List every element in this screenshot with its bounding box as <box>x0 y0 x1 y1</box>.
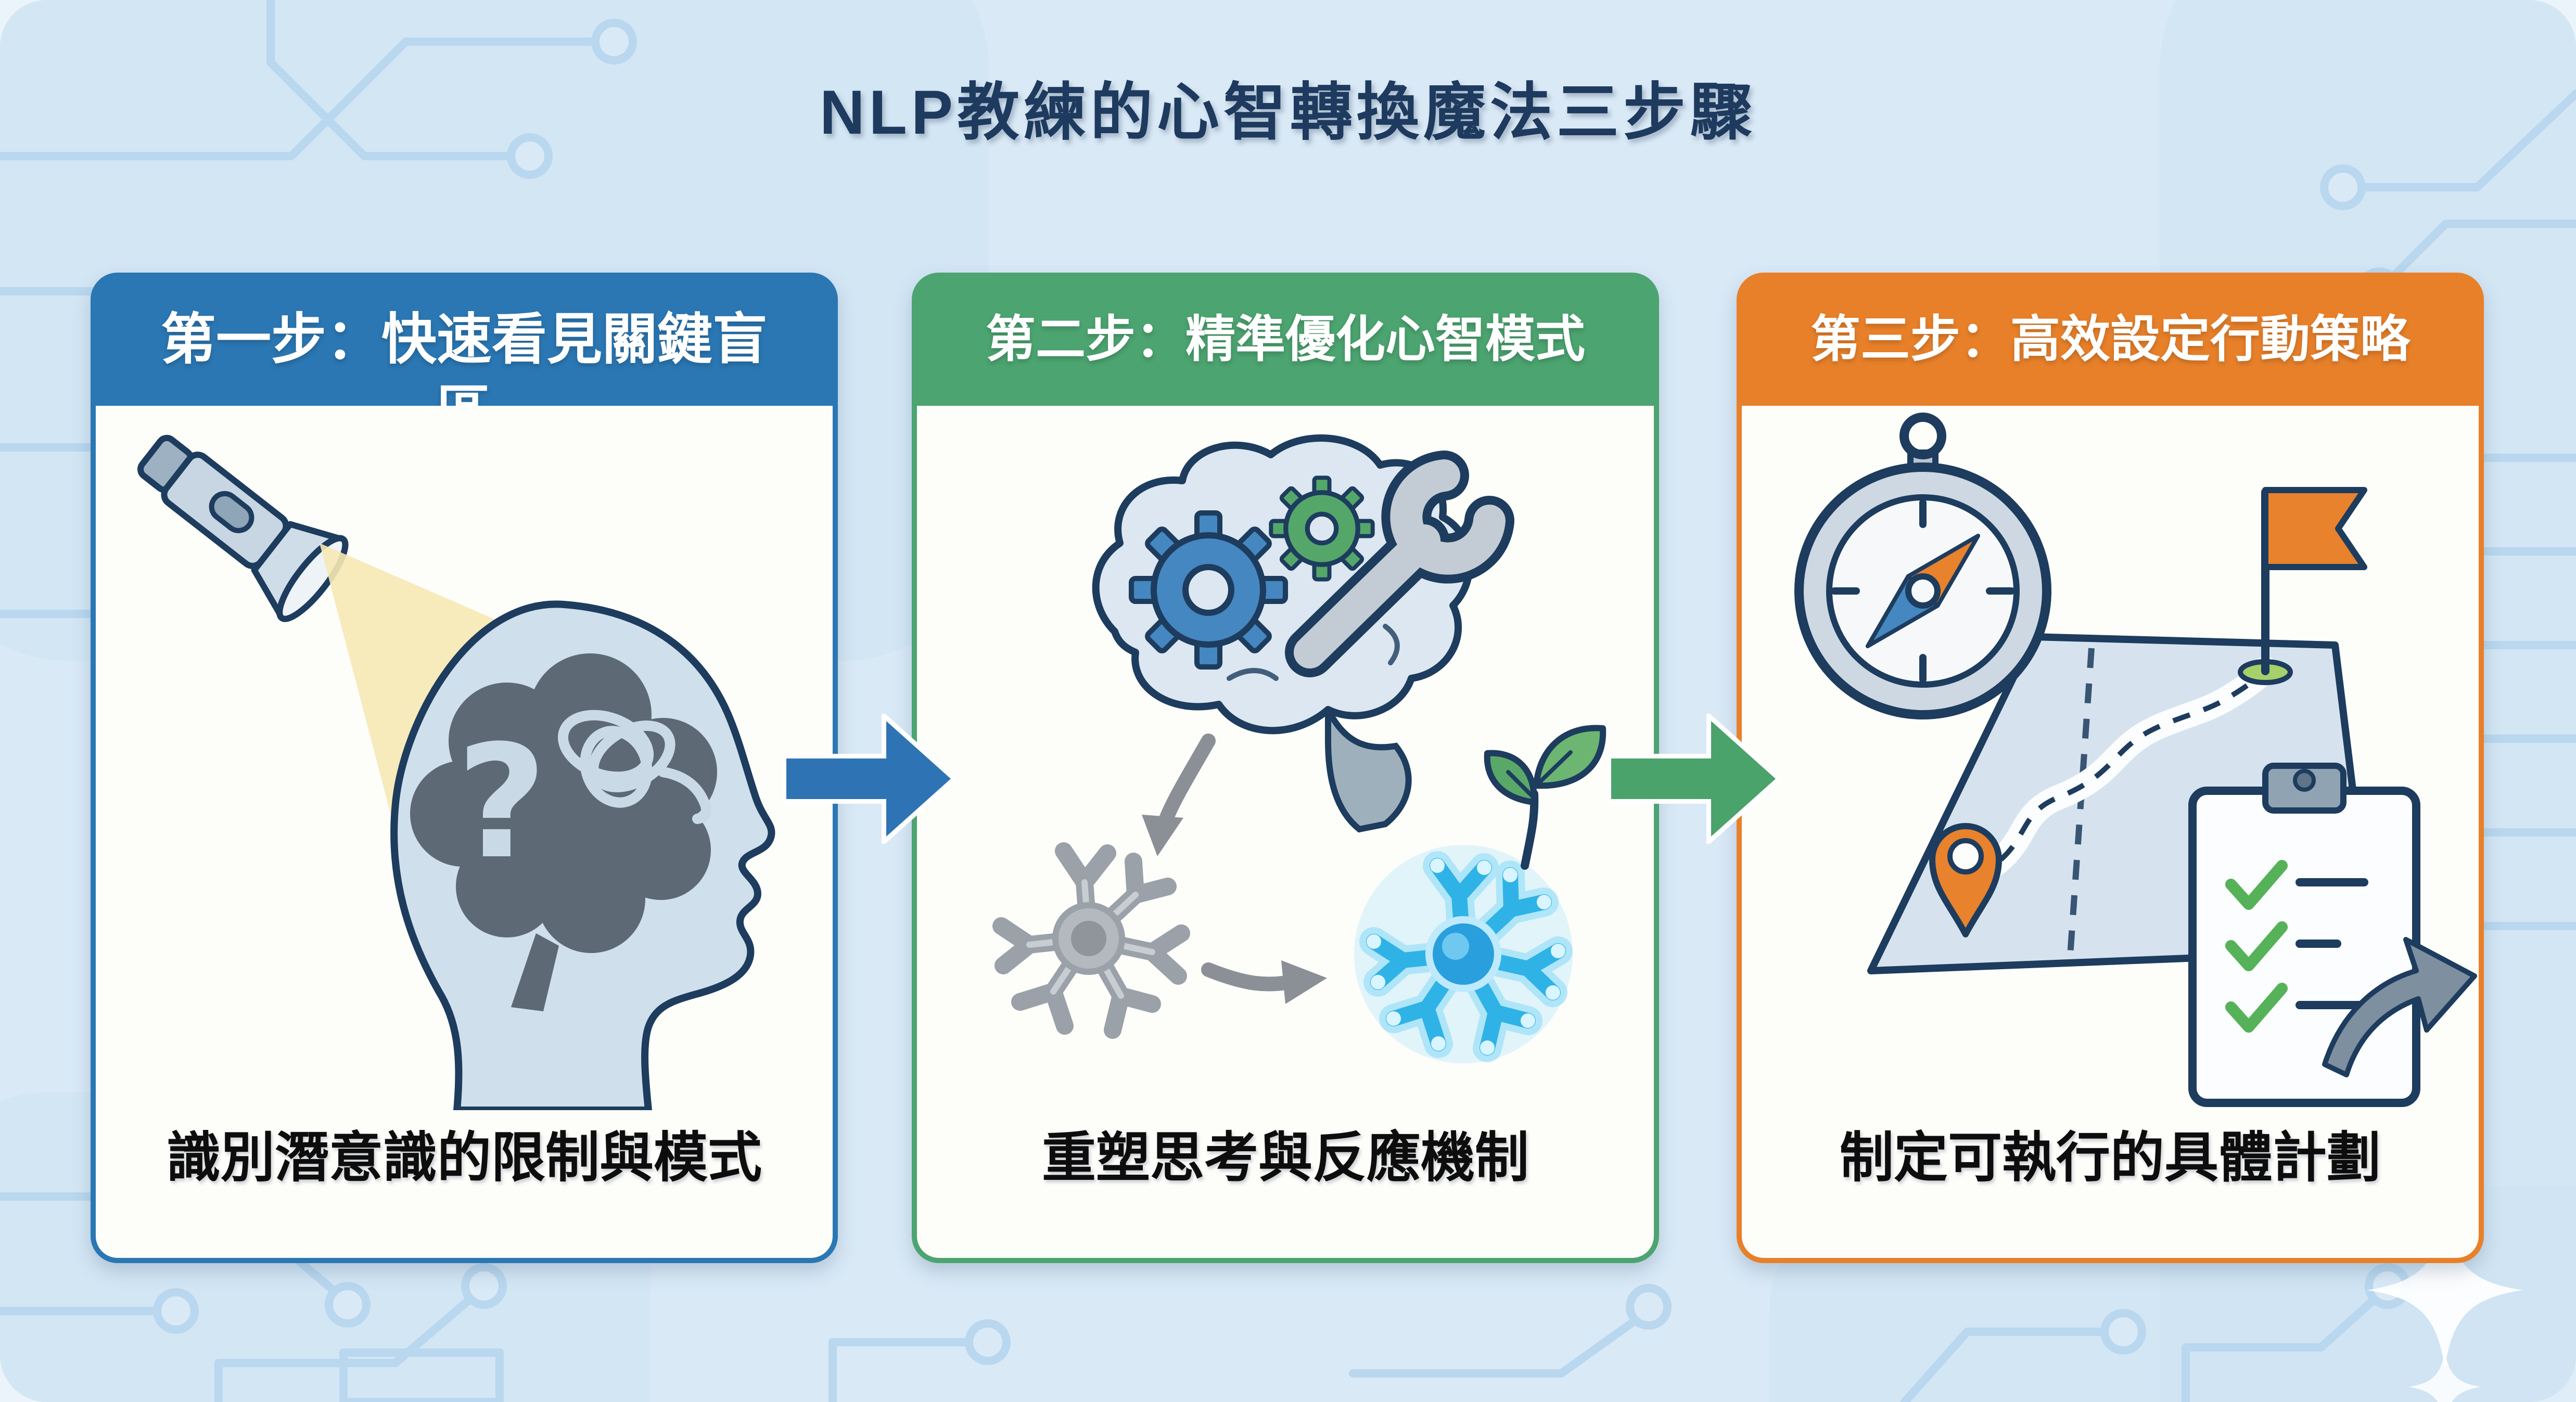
page-title: NLP教練的心智轉換魔法三步驟 <box>820 78 1756 147</box>
step-3-header-label: 第三步：高效設定行動策略 <box>1810 312 2410 367</box>
step-3-header: 第三步：高效設定行動策略 <box>1742 278 2479 406</box>
step-2-header: 第二步：精準優化心智模式 <box>917 278 1654 406</box>
question-mark: ? <box>456 712 547 893</box>
step-2-illustration <box>992 434 1606 1063</box>
arrow-step1-step2 <box>782 710 958 847</box>
step-1-caption: 識別潛意識的限制與模式 <box>166 1128 762 1188</box>
step-1-header-label: 第一步：快速看見關鍵盲區 <box>161 309 768 406</box>
sparkle-icon <box>2367 1212 2523 1402</box>
transform-arrow-down-icon <box>1142 734 1216 856</box>
location-pin-icon <box>1929 823 2002 937</box>
compass-icon <box>1794 413 2051 719</box>
blue-gear-icon <box>1129 510 1288 670</box>
green-gear-icon <box>1269 475 1375 582</box>
clipboard-checklist-icon <box>2188 763 2477 1107</box>
arrow-step2-step3 <box>1606 710 1783 847</box>
step-card-1: 第一步：快速看見關鍵盲區 ? 識別潛意識的限制與模式 <box>91 273 838 1263</box>
step-3-caption: 制定可執行的具體計劃 <box>1839 1128 2381 1188</box>
step-2-header-label: 第二步：精準優化心智模式 <box>986 312 1585 367</box>
step-1-illustration: ? <box>137 434 775 1110</box>
transform-arrow-right-icon <box>1201 960 1327 1004</box>
knot-icon <box>557 710 711 824</box>
forward-arrow-icon <box>2322 937 2477 1077</box>
step-2-caption: 重塑思考與反應機制 <box>1041 1128 1529 1188</box>
wrench-icon <box>1285 451 1514 677</box>
step-1-header: 第一步：快速看見關鍵盲區 <box>96 278 833 406</box>
sprout-icon <box>1484 725 1606 870</box>
gray-neuron-icon <box>992 842 1190 1039</box>
goal-flag-icon <box>2238 487 2367 685</box>
step-card-3: 第三步：高效設定行動策略 <box>1737 273 2484 1263</box>
glowing-neuron-icon <box>1354 845 1573 1063</box>
flashlight-icon <box>137 434 349 622</box>
step-card-2: 第二步：精準優化心智模式 <box>912 273 1659 1263</box>
step-3-illustration <box>1794 413 2477 1107</box>
